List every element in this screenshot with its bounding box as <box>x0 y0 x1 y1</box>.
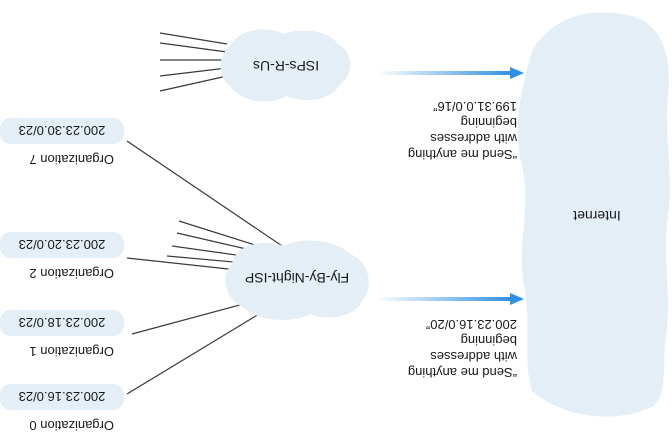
org-7-name: Organization 7 <box>29 152 114 167</box>
org-0: 200.23.16.0/23 Organization 0 <box>0 384 124 433</box>
arrow-bottom-shaft <box>376 297 512 301</box>
adv-top-line1: “Send me anything <box>408 147 517 162</box>
org-2: 200.23.20.0/23 Organization 2 <box>0 232 124 281</box>
org-1-prefix-box <box>0 310 124 336</box>
org-0-prefix-box <box>0 384 124 410</box>
adv-top-line3: beginning <box>461 115 517 130</box>
org-0-name: Organization 0 <box>29 418 114 433</box>
adv-bottom-line3: beginning <box>461 333 517 348</box>
isps-r-us-label: ISPs-R-Us <box>253 58 319 74</box>
org-0-prefix: 200.23.16.0/23 <box>19 389 106 404</box>
org-7-prefix-box <box>0 118 124 144</box>
adv-top-line2: with addresses <box>430 131 518 146</box>
advertisement-bottom: “Send me anything with addresses beginni… <box>408 317 518 380</box>
internet-label: Internet <box>573 208 621 224</box>
adv-bottom-line1: “Send me anything <box>408 365 517 380</box>
org-2-prefix-box <box>0 232 124 258</box>
adv-bottom-line4: 200.23.16.0/20” <box>426 317 517 332</box>
org-1-prefix: 200.23.18.0/23 <box>19 315 106 330</box>
isprus-links <box>159 32 228 92</box>
adv-bottom-line2: with addresses <box>430 349 518 364</box>
arrow-top-head <box>510 67 524 79</box>
arrow-top-shaft <box>376 71 512 75</box>
org-1: 200.23.18.0/23 Organization 1 <box>0 310 124 359</box>
org-1-name: Organization 1 <box>29 344 114 359</box>
advertisement-top: “Send me anything with addresses beginni… <box>408 99 518 162</box>
org-7-prefix: 200.23.30.0/23 <box>19 123 106 138</box>
arrow-bottom-head <box>510 293 524 305</box>
fly-by-night-isp-cloud <box>225 240 369 320</box>
org-2-prefix: 200.23.20.0/23 <box>19 237 106 252</box>
adv-top-line4: 199.31.0.0/16” <box>433 99 517 114</box>
org-7: 200.23.30.0/23 Organization 7 <box>0 118 124 167</box>
fly-by-night-isp-label: Fly-By-Night-ISP <box>245 270 349 286</box>
internet-cloud <box>517 12 670 417</box>
org-2-name: Organization 2 <box>29 266 114 281</box>
isps-r-us-cloud <box>220 29 351 102</box>
